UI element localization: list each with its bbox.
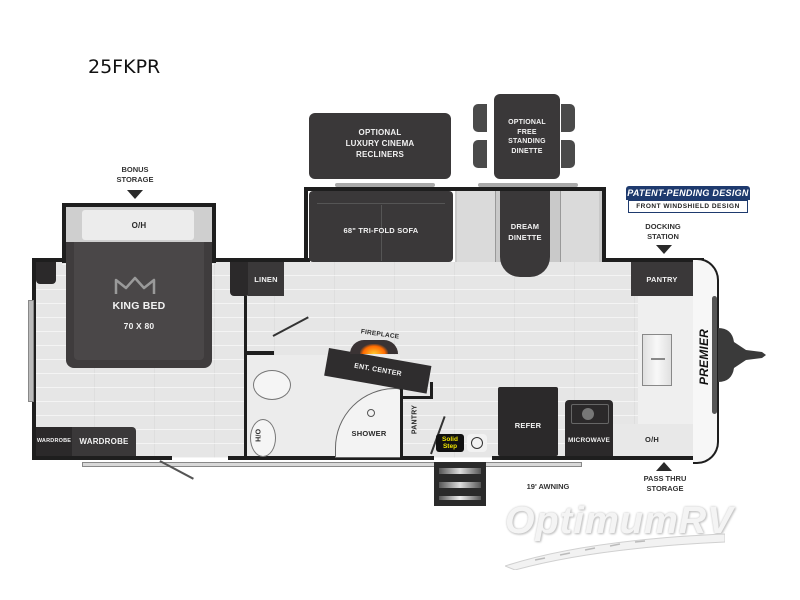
pass-thru-storage-callout: PASS THRU STORAGE (643, 474, 687, 493)
optional-freestanding-dinette: OPTIONAL FREE STANDING DINETTE (494, 94, 560, 179)
wall (244, 296, 247, 458)
wall (602, 187, 606, 262)
wall (304, 187, 308, 262)
bath-pantry-label: PANTRY (411, 404, 419, 435)
wall (32, 258, 64, 262)
windshield (712, 296, 717, 414)
dinette-table: DREAM DINETTE (500, 191, 550, 277)
wall (32, 456, 172, 460)
faucet-icon (651, 358, 665, 360)
arrow-up-icon (656, 462, 672, 471)
wall (400, 380, 403, 458)
window (478, 183, 578, 187)
nightstand (230, 262, 250, 296)
road-icon (505, 533, 725, 570)
dinette-label: DREAM DINETTE (508, 222, 542, 242)
badge-title: PATENT-PENDING DESIGN (626, 186, 750, 200)
wall (430, 382, 433, 399)
nightstand (36, 262, 56, 284)
window (28, 300, 34, 402)
tri-fold-sofa: 68" TRI-FOLD SOFA (309, 191, 453, 262)
kitchen-pantry-label: PANTRY (646, 275, 678, 284)
kitchen-overhead-label: O/H (645, 435, 659, 444)
bedroom-overhead-label: O/H (131, 221, 147, 230)
fireplace (350, 340, 398, 354)
premier-logo: PREMIER (697, 328, 711, 386)
wardrobe: WARDROBE (72, 427, 136, 456)
kitchen-sink (642, 334, 672, 386)
crown-icon (114, 276, 156, 294)
chair (473, 104, 487, 132)
flame-icon (360, 344, 388, 354)
refer-label: REFER (514, 421, 542, 430)
wall (62, 203, 66, 263)
arrow-down-icon (127, 190, 143, 199)
microwave-label: MICROWAVE (567, 437, 611, 444)
sink (250, 419, 276, 457)
bed-label: KING BED (112, 300, 166, 312)
wall (604, 258, 704, 262)
wall (492, 456, 706, 460)
optional-dinette-label: OPTIONAL FREE STANDING DINETTE (508, 119, 546, 155)
wall (212, 258, 310, 262)
chair (561, 140, 575, 168)
overhead-bed: O/H (66, 207, 212, 243)
wall (304, 187, 606, 191)
model-title: 25FKPR (88, 56, 161, 78)
optional-recliners-label: OPTIONAL LUXURY CINEMA RECLINERS (345, 128, 415, 159)
wardrobe-label: WARDROBE (79, 437, 129, 446)
bonus-storage-callout: BONUS STORAGE (116, 165, 154, 184)
bed-size: 70 x 80 (123, 321, 155, 331)
arrow-down-icon (656, 245, 672, 254)
linen-closet: LINEN (248, 262, 284, 296)
wall (32, 260, 36, 460)
burner-icon (582, 408, 594, 420)
drain-icon (367, 409, 375, 417)
solid-step-logo: Solid Step (436, 434, 464, 452)
wardrobe-small: WARDROBE (36, 427, 72, 456)
wall (212, 203, 216, 263)
bath-overhead-label: O/H (253, 428, 261, 443)
docking-station-callout: DOCKING STATION (645, 222, 681, 241)
wall (228, 456, 434, 460)
badge-subtitle: FRONT WINDSHIELD DESIGN (628, 200, 748, 213)
entry-steps (434, 462, 486, 506)
wall (62, 203, 216, 207)
patent-pending-badge: PATENT-PENDING DESIGN FRONT WINDSHIELD D… (626, 186, 750, 213)
lippert-logo (467, 434, 487, 452)
window (335, 183, 435, 187)
awning-callout: 19' AWNING (526, 482, 570, 491)
king-bed: KING BED 70 x 80 (66, 242, 212, 368)
sofa-label: 68" TRI-FOLD SOFA (343, 226, 419, 235)
awning-rail (82, 462, 582, 467)
optional-recliners: OPTIONAL LUXURY CINEMA RECLINERS (309, 113, 451, 179)
chair (561, 104, 575, 132)
refrigerator: REFER (498, 387, 558, 456)
wardrobe-small-label: WARDROBE (36, 438, 72, 444)
toilet (253, 370, 291, 400)
wall (244, 351, 274, 355)
microwave-range: MICROWAVE (565, 400, 613, 456)
kitchen-pantry: PANTRY (631, 262, 693, 296)
chair (473, 140, 487, 168)
linen-label: LINEN (254, 275, 278, 284)
wall (400, 396, 430, 399)
shower-label: SHOWER (351, 429, 387, 438)
optimumrv-watermark: OptimumRV (505, 500, 734, 542)
hitch-icon (718, 328, 766, 382)
